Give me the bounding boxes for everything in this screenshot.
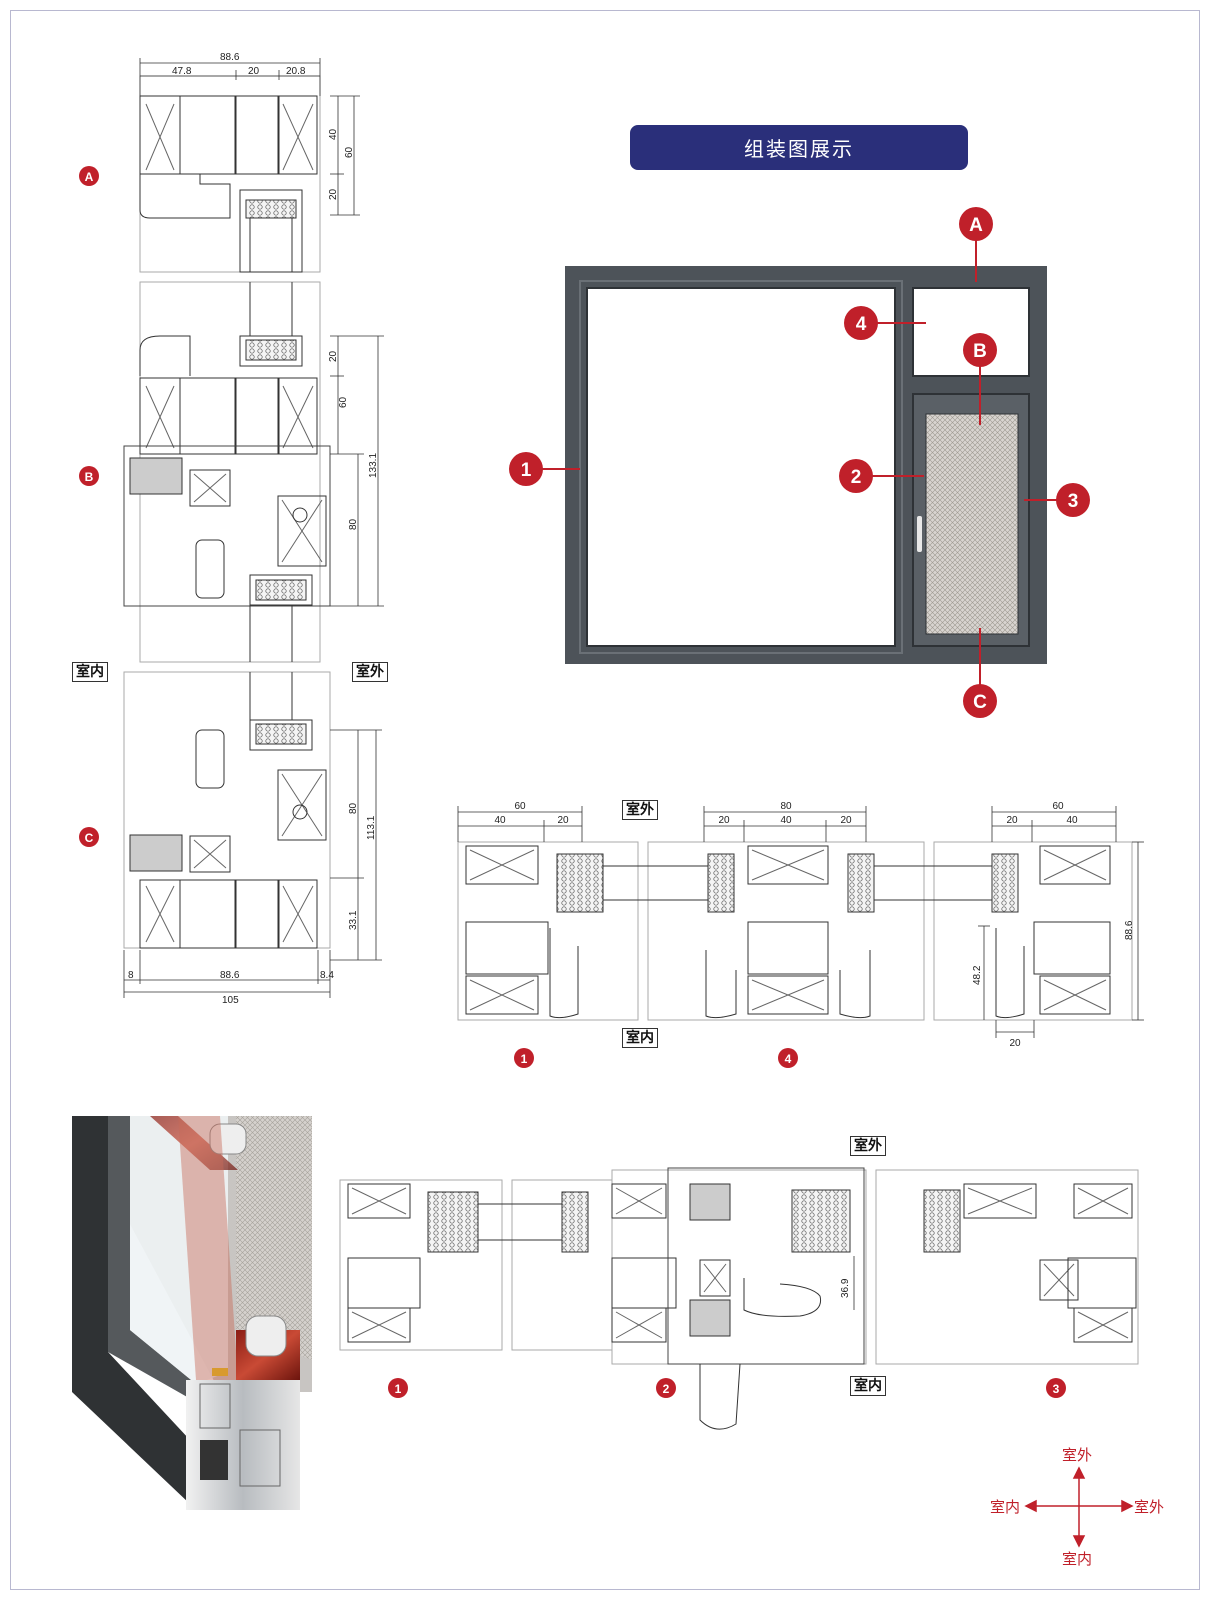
dim-C-113-1: 113.1 (366, 815, 377, 840)
svg-text:A: A (969, 215, 983, 236)
svg-text:B: B (973, 341, 987, 362)
vertical-section-dimensions: 88.6 47.8 20 20.8 40 60 20 20 60 80 133.… (128, 52, 379, 1006)
dim-47-8: 47.8 (172, 66, 192, 77)
dim-h-40-mid: 40 (780, 815, 792, 826)
compass-indoor-bottom: 室内 (1062, 1550, 1093, 1568)
orientation-compass-arrows (1024, 1466, 1134, 1548)
dim-20: 20 (248, 66, 260, 77)
outdoor-label-bottom: 室外 (850, 1136, 886, 1156)
marker-4-horizontal: 4 (778, 1048, 798, 1068)
dim-105: 105 (222, 995, 239, 1006)
svg-text:4: 4 (785, 1052, 792, 1066)
dim-C-33-1: 33.1 (348, 910, 359, 930)
dim-h-20-right: 20 (1006, 815, 1018, 826)
svg-text:2: 2 (663, 1382, 670, 1396)
dim-h-40-right: 40 (1066, 815, 1078, 826)
svg-text:1: 1 (521, 1052, 528, 1066)
horizontal-section-dimension-lines (457, 806, 1144, 1038)
dim-8: 8 (128, 970, 134, 981)
dim-h-20-mid-a: 20 (718, 815, 730, 826)
svg-text:C: C (85, 831, 94, 845)
marker-C-left: C (79, 827, 99, 847)
outdoor-label-horizontal: 室外 (622, 800, 658, 820)
dim-h-88-6: 88.6 (1124, 920, 1135, 940)
svg-text:A: A (85, 170, 94, 184)
dim-h-60-left: 60 (514, 801, 526, 812)
dim-h-60-right: 60 (1052, 801, 1064, 812)
dim-B-133-1: 133.1 (368, 453, 379, 478)
marker-2-window: 2 (839, 459, 873, 493)
marker-C-window: C (963, 684, 997, 718)
marker-B-window: B (963, 333, 997, 367)
marker-A-window: A (959, 207, 993, 241)
dim-h-48-2: 48.2 (972, 965, 983, 985)
marker-A-left: A (79, 166, 99, 186)
dim-A-60: 60 (344, 146, 355, 158)
marker-2-bottom: 2 (656, 1378, 676, 1398)
dim-B-20: 20 (328, 350, 339, 362)
svg-text:1: 1 (521, 460, 532, 481)
dim-8-4: 8.4 (320, 970, 334, 981)
dim-A-40: 40 (328, 128, 339, 140)
svg-text:1: 1 (395, 1382, 402, 1396)
svg-text:4: 4 (856, 314, 867, 335)
compass-outdoor-top: 室外 (1062, 1446, 1093, 1464)
svg-text:3: 3 (1068, 491, 1079, 512)
page-title: 组装图展示 (630, 125, 968, 170)
dim-h-80: 80 (780, 801, 792, 812)
marker-1-horizontal: 1 (514, 1048, 534, 1068)
compass-outdoor-right: 室外 (1134, 1498, 1165, 1516)
marker-1-window: 1 (509, 452, 543, 486)
bottom-section-drawing (339, 1167, 1139, 1430)
page-frame (10, 10, 1200, 1590)
corner-3d-render (72, 1116, 312, 1510)
dim-h-20-bottom: 20 (1009, 1038, 1021, 1049)
dim-h-20-mid-b: 20 (840, 815, 852, 826)
dim-20-8: 20.8 (286, 66, 306, 77)
marker-3-bottom: 3 (1046, 1378, 1066, 1398)
horizontal-section-drawing (457, 841, 1133, 1021)
dim-88-6-bottom: 88.6 (220, 970, 240, 981)
marker-B-left: B (79, 466, 99, 486)
marker-4-window: 4 (844, 306, 878, 340)
indoor-label-horizontal: 室内 (622, 1028, 658, 1048)
window-elevation (536, 240, 1058, 686)
outdoor-label-left: 室外 (352, 662, 388, 682)
dim-h-40-left: 40 (494, 815, 506, 826)
dim-A-20: 20 (328, 188, 339, 200)
compass-indoor-left: 室内 (990, 1498, 1021, 1516)
marker-1-bottom: 1 (388, 1378, 408, 1398)
svg-text:2: 2 (851, 467, 862, 488)
dim-B-80: 80 (348, 518, 359, 530)
dim-total-width: 88.6 (220, 52, 240, 63)
dim-C-80: 80 (348, 802, 359, 814)
svg-text:3: 3 (1053, 1382, 1060, 1396)
marker-3-window: 3 (1056, 483, 1090, 517)
horizontal-section-dimensions: 60 40 20 80 20 40 20 60 20 40 88.6 48.2 … (494, 801, 1135, 1049)
indoor-label-left: 室内 (72, 662, 108, 682)
indoor-label-bottom: 室内 (850, 1376, 886, 1396)
dim-36-9: 36.9 (840, 1278, 851, 1298)
dim-h-20-left: 20 (557, 815, 569, 826)
vertical-section-drawing (123, 75, 331, 949)
dim-B-60: 60 (338, 396, 349, 408)
vertical-section-dimension-lines (123, 58, 384, 998)
svg-text:B: B (85, 470, 94, 484)
svg-text:C: C (973, 692, 987, 713)
